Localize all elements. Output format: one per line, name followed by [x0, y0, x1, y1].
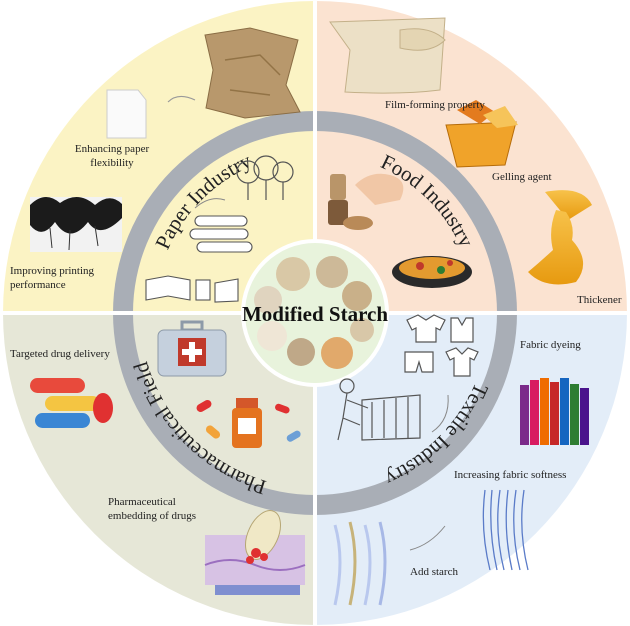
- note-enhancing-paper-flexibility: Enhancing paper flexibility: [74, 143, 150, 169]
- dyed-fabric-icon: [520, 378, 589, 445]
- fiber-bundle-icon: [482, 489, 529, 571]
- medicine-bottle-icon: [196, 398, 301, 448]
- salt-shaker-icon: [328, 173, 404, 230]
- paper-sheet-icon: [106, 89, 147, 139]
- paella-pan-icon: [392, 256, 472, 288]
- film-roll-icon: [329, 17, 446, 94]
- note-improving-printing-performance: Improving printing performance: [10, 265, 95, 291]
- trees-icon: [236, 155, 294, 200]
- note-fabric-dyeing: Fabric dyeing: [520, 339, 581, 351]
- ink-paper-icon: [30, 196, 122, 252]
- paper-rolls-icon: [189, 215, 253, 253]
- note-gelling-agent: Gelling agent: [492, 171, 552, 183]
- pill-capsules-icon: [30, 378, 113, 428]
- note-add-starch: Add starch: [410, 566, 458, 578]
- first-aid-kit-icon: [157, 320, 227, 377]
- starch-granules-icon: [254, 256, 374, 369]
- note-targeted-drug-delivery: Targeted drug delivery: [10, 348, 110, 360]
- center-title: Modified Starch: [242, 302, 388, 326]
- crumpled-paper-icon: [204, 27, 301, 119]
- loom-worker-icon: [337, 378, 421, 441]
- honey-icon: [528, 190, 592, 285]
- starch-fiber-icon: [333, 521, 387, 606]
- clothing-icon: [404, 314, 479, 377]
- note-film-forming-property: Film-forming property: [385, 99, 485, 111]
- books-icon: [145, 275, 239, 303]
- drug-carrier-icon: [204, 510, 306, 595]
- note-increasing-fabric-softness: Increasing fabric softness: [454, 469, 567, 481]
- jelly-icon: [445, 100, 518, 168]
- note-thickener: Thickener: [577, 294, 622, 306]
- note-pharmaceutical-embedding: Pharmaceutical embedding of drugs: [108, 496, 196, 522]
